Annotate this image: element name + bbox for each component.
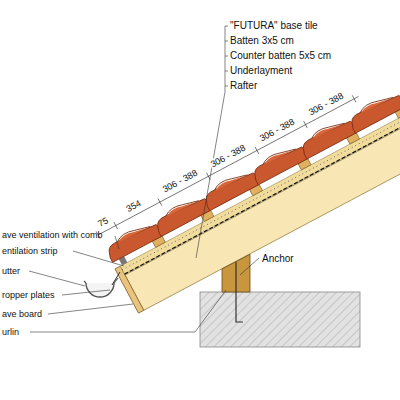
part-label: entilation strip: [2, 246, 58, 256]
anchor: [236, 262, 243, 322]
part-label: urlin: [2, 327, 19, 337]
dropper-plate: [112, 272, 120, 285]
part-label: ropper plates: [2, 290, 55, 300]
layer-label: Counter batten 5x5 cm: [230, 50, 331, 61]
layer-label: Batten 3x5 cm: [230, 35, 294, 46]
part-label: utter: [2, 266, 20, 276]
layer-label: "FUTURA" base tile: [230, 20, 318, 31]
layer-label: Rafter: [230, 80, 257, 91]
part-label: ave board: [2, 309, 42, 319]
dimension: 75: [95, 215, 110, 229]
dimension: 306 - 388: [160, 167, 200, 195]
roof-layers: [95, 32, 400, 313]
layer-label: Underlayment: [230, 65, 292, 76]
part-label: Anchor: [262, 253, 294, 264]
part-label: ave ventilation with comb: [2, 230, 103, 240]
wall: [200, 292, 360, 347]
